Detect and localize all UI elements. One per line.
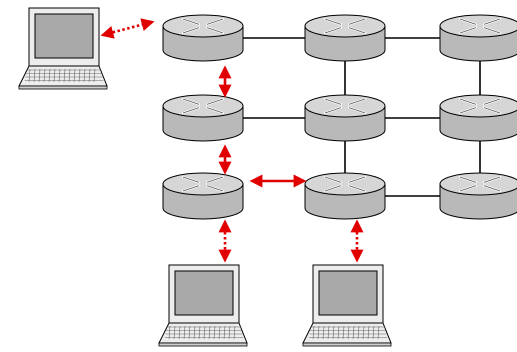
arrows-layer [100,18,364,263]
routers-layer [162,14,517,220]
arrow-laptop-a-r11 [100,18,155,39]
router-r31 [162,172,244,220]
laptops-layer [18,7,392,347]
router-r22 [304,94,386,142]
laptop-c [302,264,392,347]
router-r13 [439,14,517,62]
laptop-screen [318,270,378,316]
router-r32 [304,172,386,220]
router-r23 [439,94,517,142]
laptop-screen [34,13,94,59]
laptop-a [18,7,108,90]
router-r12 [304,14,386,62]
router-r11 [162,14,244,62]
laptop-b [158,264,248,347]
router-r33 [439,172,517,220]
router-r21 [162,94,244,142]
laptop-screen [174,270,234,316]
